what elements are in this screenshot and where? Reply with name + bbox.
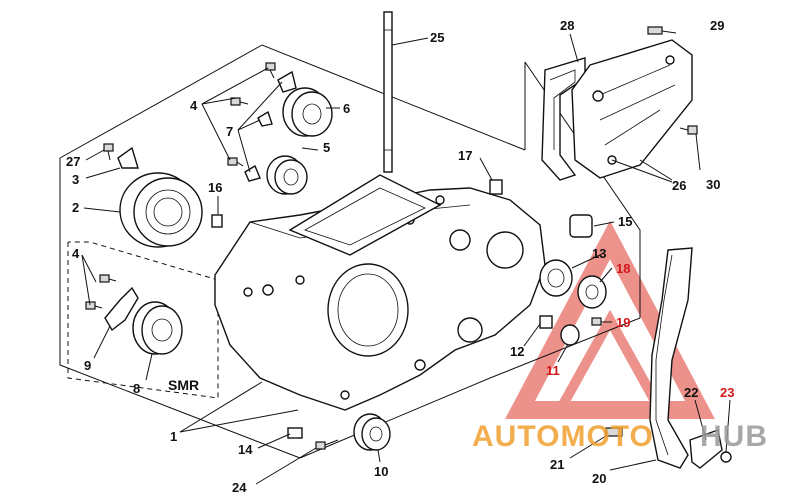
label-30: 30 — [706, 177, 720, 192]
watermark-text: AUTOMOTO HUB — [472, 420, 768, 453]
bearing-8 — [132, 301, 183, 355]
watermark-text-main: AUTOMOTO — [472, 420, 654, 453]
leader-lines — [81, 33, 731, 485]
label-16: 16 — [208, 180, 222, 195]
dowel-12 — [539, 315, 553, 329]
retaining-plate-7a — [257, 110, 273, 127]
chain-guide — [649, 247, 693, 469]
watermark-logo — [505, 220, 715, 419]
seal-13 — [539, 259, 573, 297]
label-13: 13 — [592, 246, 606, 261]
bolt-21 — [605, 427, 623, 437]
label-3: 3 — [72, 172, 79, 187]
retaining-plate-9 — [104, 286, 139, 332]
bearing-large — [119, 172, 203, 248]
seal-11 — [560, 324, 580, 346]
label-18: 18 — [616, 261, 630, 276]
dowel-14 — [287, 427, 303, 439]
label-7: 7 — [226, 124, 233, 139]
bearing-10 — [353, 413, 391, 451]
smr-box: SMR — [67, 241, 219, 399]
label-20: 20 — [592, 471, 606, 486]
smr-label: SMR — [168, 377, 199, 393]
label-19: 19 — [616, 315, 630, 330]
label-22: 22 — [684, 385, 698, 400]
screw-29 — [647, 26, 677, 35]
label-10: 10 — [374, 464, 388, 479]
label-8: 8 — [133, 381, 140, 396]
dowel-17 — [489, 179, 503, 195]
label-24: 24 — [232, 480, 247, 495]
plate-top — [277, 70, 297, 93]
screw-4c — [227, 157, 244, 167]
label-27: 27 — [66, 154, 80, 169]
label-23: 23 — [720, 385, 734, 400]
callouts: 1 2 3 4 4 5 6 7 8 9 10 11 12 13 14 15 16… — [66, 18, 734, 495]
chain-guard — [541, 57, 586, 181]
screw-27 — [103, 143, 114, 161]
watermark-text-hub: HUB — [700, 420, 768, 453]
label-21: 21 — [550, 457, 564, 472]
dowel-16 — [211, 214, 223, 228]
label-1: 1 — [170, 429, 177, 444]
top-plate — [288, 174, 442, 256]
label-5: 5 — [323, 140, 330, 155]
bearing-6 — [282, 87, 333, 137]
label-4-smr: 4 — [72, 246, 80, 261]
screw-4a — [265, 62, 276, 79]
label-28: 28 — [560, 18, 574, 33]
bracket-22-23 — [689, 429, 732, 469]
stud — [383, 11, 429, 173]
label-29: 29 — [710, 18, 724, 33]
screw-30 — [679, 125, 698, 135]
screw-4b — [230, 97, 249, 106]
label-26: 26 — [672, 178, 686, 193]
screw-4e — [85, 301, 103, 310]
sprocket-cover — [571, 39, 693, 179]
label-9: 9 — [84, 358, 91, 373]
label-25: 25 — [430, 30, 444, 45]
label-11: 11 — [546, 363, 560, 378]
retaining-plate-7b — [244, 164, 261, 182]
bushing-15 — [569, 214, 593, 238]
seal-18 — [577, 275, 607, 309]
label-17: 17 — [458, 148, 472, 163]
label-4-top: 4 — [190, 98, 198, 113]
label-6: 6 — [343, 101, 350, 116]
crankcase-half — [214, 187, 546, 411]
label-14: 14 — [238, 442, 253, 457]
retaining-plate-3 — [117, 146, 139, 169]
screw-24 — [315, 439, 339, 450]
label-2: 2 — [72, 200, 79, 215]
label-12: 12 — [510, 344, 524, 359]
label-15: 15 — [618, 214, 632, 229]
bearing-5 — [266, 155, 308, 195]
screw-4d — [99, 274, 117, 283]
